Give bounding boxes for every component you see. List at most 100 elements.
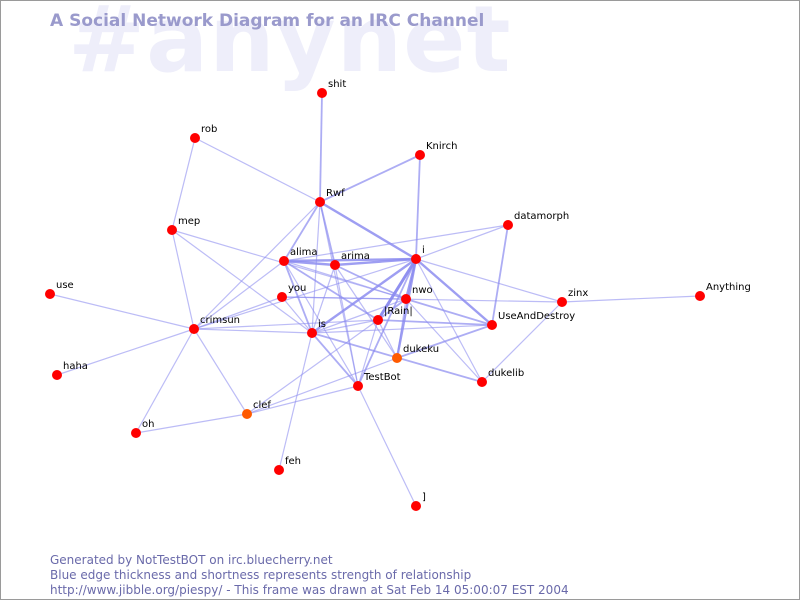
edge-TestBot-bracket bbox=[357, 385, 417, 507]
node-TestBot: TestBot bbox=[353, 372, 401, 391]
edge-rob-Rwf bbox=[194, 137, 321, 203]
node-clef: clef bbox=[242, 400, 271, 419]
footer: Generated by NotTestBOT on irc.bluecherr… bbox=[50, 553, 569, 598]
node-dot-zinx bbox=[557, 297, 567, 307]
node-arima: arima bbox=[330, 251, 370, 270]
edge-arima-is bbox=[311, 264, 336, 334]
edge-datamorph-i bbox=[415, 224, 509, 260]
edge-alima-crimsun bbox=[193, 260, 285, 330]
edge-layer bbox=[49, 92, 701, 507]
edge-i-UseAndDestroy bbox=[415, 258, 493, 326]
node-zinx: zinx bbox=[557, 288, 588, 307]
edge-Rain-UseAndDestroy bbox=[377, 319, 493, 326]
node-bracket: ] bbox=[411, 492, 426, 511]
edge-Rain-TestBot bbox=[357, 319, 379, 387]
edge-zinx-Anything bbox=[561, 295, 701, 303]
node-label-Knirch: Knirch bbox=[426, 141, 457, 152]
node-label-arima: arima bbox=[341, 251, 370, 262]
node-you: you bbox=[277, 283, 306, 302]
edge-i-Rain bbox=[376, 258, 418, 321]
edge-UseAndDestroy-is bbox=[311, 324, 493, 334]
node-dot-shit bbox=[317, 88, 327, 98]
edge-is-TestBot bbox=[311, 332, 359, 387]
edge-nwo-UseAndDestroy bbox=[405, 298, 493, 326]
node-rob: rob bbox=[190, 124, 217, 143]
edge-i-zinx bbox=[415, 258, 563, 303]
edge-i-is bbox=[311, 258, 417, 334]
edge-arima-TestBot bbox=[334, 264, 359, 387]
node-dot-haha bbox=[52, 370, 62, 380]
node-label-rob: rob bbox=[201, 124, 217, 135]
node-label-you: you bbox=[288, 283, 306, 294]
node-crimsun: crimsun bbox=[189, 315, 240, 334]
node-label-nwo: nwo bbox=[412, 285, 433, 296]
node-dot-feh bbox=[274, 465, 284, 475]
edge-i-TestBot bbox=[357, 258, 417, 387]
node-label-i: i bbox=[422, 245, 425, 256]
edge-alima-Rain bbox=[283, 260, 379, 321]
footer-legend: Blue edge thickness and shortness repres… bbox=[50, 568, 472, 582]
node-dot-i bbox=[411, 254, 421, 264]
node-label-zinx: zinx bbox=[568, 288, 588, 299]
node-label-shit: shit bbox=[328, 79, 346, 90]
node-dot-arima bbox=[330, 260, 340, 270]
node-label-use: use bbox=[56, 280, 74, 291]
node-label-crimsun: crimsun bbox=[200, 315, 240, 326]
edge-Rain-crimsun bbox=[193, 319, 379, 330]
node-dot-dukeku bbox=[392, 353, 402, 363]
edge-nwo-Rain bbox=[377, 298, 407, 321]
node-label-Rwf: Rwf bbox=[326, 188, 345, 199]
node-dot-you bbox=[277, 292, 287, 302]
node-dot-UseAndDestroy bbox=[487, 320, 497, 330]
node-dot-TestBot bbox=[353, 381, 363, 391]
edge-nwo-is bbox=[311, 298, 407, 334]
node-dot-Knirch bbox=[415, 150, 425, 160]
node-Anything: Anything bbox=[695, 282, 751, 301]
edge-alima-i bbox=[283, 257, 417, 263]
node-UseAndDestroy: UseAndDestroy bbox=[487, 311, 575, 330]
node-dukeku: dukeku bbox=[392, 344, 439, 363]
node-label-feh: feh bbox=[285, 456, 301, 467]
edge-mep-is bbox=[171, 229, 313, 334]
edge-Rain-clef bbox=[246, 319, 379, 415]
node-label-clef: clef bbox=[253, 400, 271, 411]
node-dot-Rain bbox=[373, 315, 383, 325]
node-Rain: |Rain| bbox=[373, 306, 413, 325]
diagram-title: A Social Network Diagram for an IRC Chan… bbox=[50, 11, 485, 31]
node-label-Rain: |Rain| bbox=[384, 306, 413, 317]
node-label-oh: oh bbox=[142, 419, 154, 430]
edge-datamorph-UseAndDestroy bbox=[491, 224, 509, 326]
edge-i-dukelib bbox=[415, 258, 483, 383]
node-dot-rob bbox=[190, 133, 200, 143]
node-label-dukelib: dukelib bbox=[488, 368, 524, 379]
node-oh: oh bbox=[131, 419, 154, 438]
node-dot-dukelib bbox=[477, 377, 487, 387]
edge-clef-oh bbox=[135, 413, 248, 434]
edge-crimsun-haha bbox=[56, 328, 195, 376]
edge-you-is bbox=[281, 296, 313, 334]
edge-dukeku-clef bbox=[246, 357, 398, 415]
edge-crimsun-oh bbox=[135, 328, 195, 434]
edge-mep-crimsun bbox=[171, 229, 195, 330]
edge-arima-i bbox=[334, 257, 417, 267]
node-dot-Rwf bbox=[315, 197, 325, 207]
node-dot-crimsun bbox=[189, 324, 199, 334]
node-alima: alima bbox=[279, 247, 318, 266]
edge-Rain-dukeku bbox=[377, 319, 398, 359]
node-label-datamorph: datamorph bbox=[514, 211, 569, 222]
node-Knirch: Knirch bbox=[415, 141, 457, 160]
edge-UseAndDestroy-dukeku bbox=[396, 324, 493, 359]
node-label-Anything: Anything bbox=[706, 282, 751, 293]
edge-TestBot-clef bbox=[246, 385, 359, 415]
node-dot-Anything bbox=[695, 291, 705, 301]
edge-rob-mep bbox=[171, 137, 196, 231]
channel-watermark: #anynet bbox=[68, 0, 512, 93]
node-dot-is bbox=[307, 328, 317, 338]
edge-use-crimsun bbox=[49, 293, 195, 330]
node-Rwf: Rwf bbox=[315, 188, 345, 207]
edge-shit-Rwf bbox=[319, 92, 323, 203]
node-dot-datamorph bbox=[503, 220, 513, 230]
